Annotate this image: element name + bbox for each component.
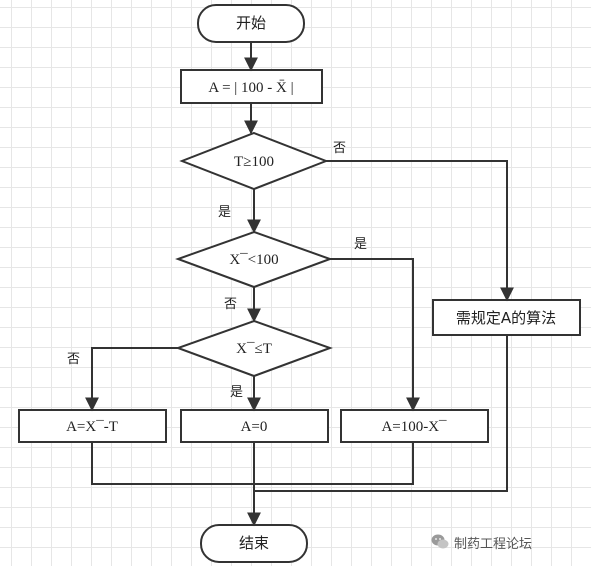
output-mid-label: A=0 xyxy=(241,419,268,435)
decision-t-ge-100-label: T≥100 xyxy=(234,154,274,170)
decision-x-le-t: X¯≤T xyxy=(175,319,333,378)
start-label: 开始 xyxy=(236,14,266,32)
end-node: 结束 xyxy=(200,524,308,563)
output-left-node: A=X¯-T xyxy=(18,409,167,443)
edge-label-decision1-no: 否 xyxy=(333,141,346,156)
decision-x-le-t-label: X¯≤T xyxy=(236,341,272,357)
watermark-text: 制药工程论坛 xyxy=(454,536,533,552)
start-node: 开始 xyxy=(197,4,305,43)
decision-t-ge-100: T≥100 xyxy=(179,131,329,191)
end-label: 结束 xyxy=(239,534,269,552)
wechat-icon xyxy=(431,534,449,549)
algorithm-label: 需规定A的算法 xyxy=(456,309,556,327)
arrow-decision2-yes xyxy=(330,258,420,412)
output-left-label: A=X¯-T xyxy=(66,419,118,435)
arrow-decision1-no xyxy=(326,160,514,302)
edge-label-decision2-no: 否 xyxy=(224,297,237,312)
line-algo-to-merge xyxy=(254,335,508,492)
edge-label-decision3-yes: 是 xyxy=(230,385,243,400)
decision-x-lt-100: X¯<100 xyxy=(175,230,333,289)
edge-label-decision2-yes: 是 xyxy=(354,237,367,252)
assign-node: A = | 100 - X̄ | xyxy=(180,69,323,104)
edge-label-decision3-no: 否 xyxy=(67,352,80,367)
watermark: 制药工程论坛 xyxy=(430,531,532,553)
line-left-to-merge xyxy=(91,442,414,485)
output-mid-node: A=0 xyxy=(180,409,329,443)
arrow-decision3-no xyxy=(85,347,178,412)
decision-x-lt-100-label: X¯<100 xyxy=(229,252,278,268)
algorithm-node: 需规定A的算法 xyxy=(432,299,581,336)
output-right-node: A=100-X¯ xyxy=(340,409,489,443)
assign-label: A = | 100 - X̄ | xyxy=(208,80,293,96)
edge-label-decision1-yes: 是 xyxy=(218,205,231,220)
output-right-label: A=100-X¯ xyxy=(381,419,447,435)
